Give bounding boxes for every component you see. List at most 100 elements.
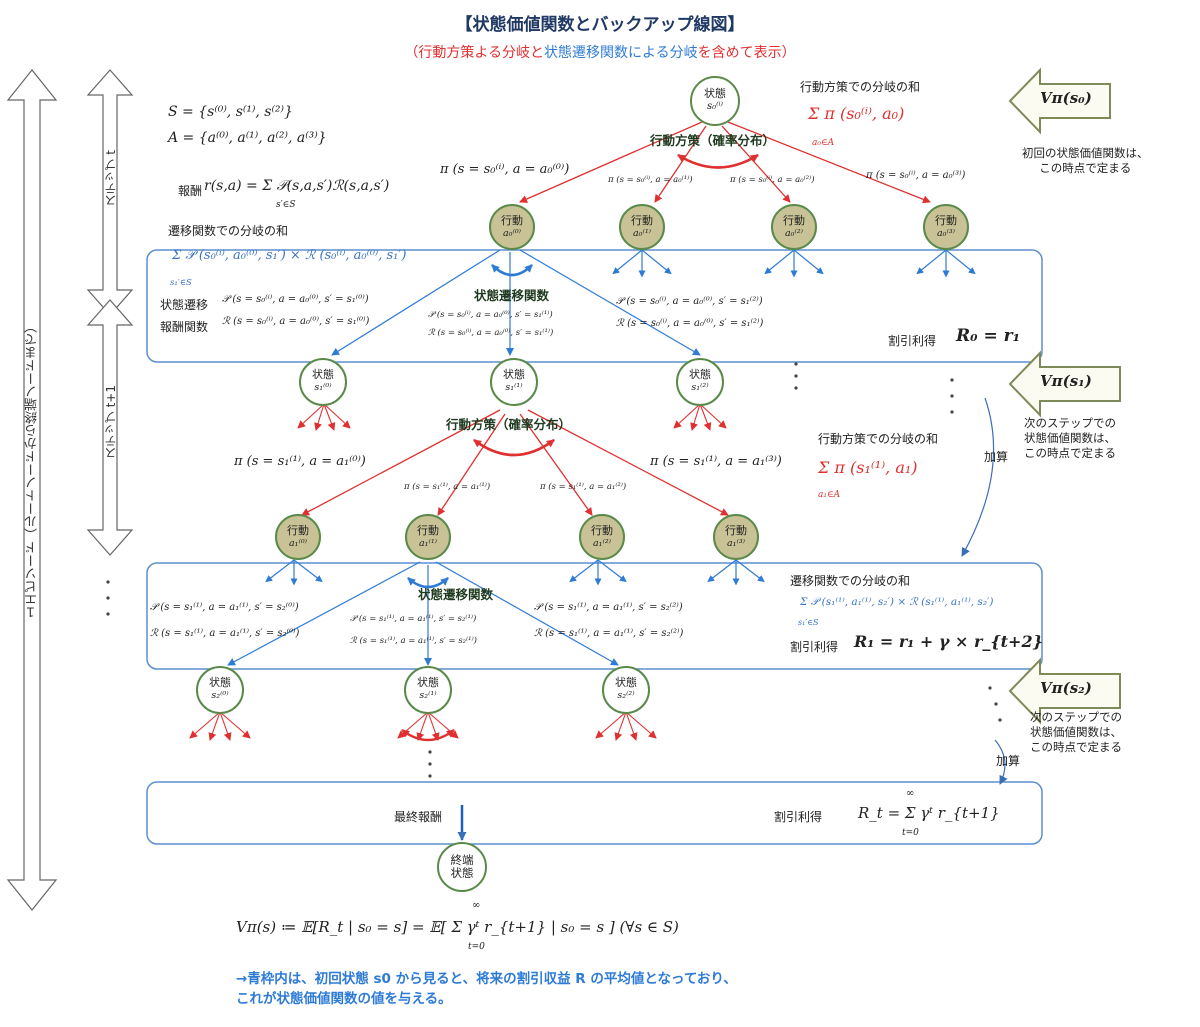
subtitle-transition: 状態遷移関数による分岐 bbox=[544, 45, 698, 61]
discount-sum-top: ∞ bbox=[906, 788, 915, 799]
value-arrow-s0-label: Vπ(s₀) bbox=[1040, 89, 1092, 107]
action-node-symbol: a₀⁽²⁾ bbox=[785, 228, 803, 239]
policy-sum-title-step1: 行動方策での分岐の和 bbox=[818, 432, 939, 446]
action-node-label: 行動 bbox=[783, 214, 805, 227]
add-arrow-step1 bbox=[961, 397, 995, 557]
value-note-s0: 初回の状態価値関数は、 この時点で定まる bbox=[1022, 146, 1149, 175]
state-node-symbol: s₁⁽²⁾ bbox=[691, 382, 709, 393]
trans-label-step1: 状態遷移関数 bbox=[418, 587, 494, 602]
P-step1-s2-2: 𝒫 (s = s₁⁽¹⁾, a = a₁⁽¹⁾, s′ = s₂⁽²⁾) bbox=[534, 602, 683, 613]
R-step0-s1-1: ℛ (s = s₀⁽ⁱ⁾, a = a₀⁽⁰⁾, s′ = s₁⁽¹⁾) bbox=[428, 328, 554, 338]
bottom-note-line1: →青枠内は、初回状態 s0 から見ると、将来の割引収益 R の平均値となっており… bbox=[236, 971, 737, 987]
state-node-label: 状態 bbox=[615, 676, 637, 689]
action-node-a1-1: 行動 a₁⁽¹⁾ bbox=[405, 514, 451, 560]
R-step0-s1-2: ℛ (s = s₀⁽ⁱ⁾, a = a₀⁽⁰⁾, s′ = s₁⁽²⁾) bbox=[616, 318, 764, 329]
pi-step1-a2: π (s = s₁⁽¹⁾, a = a₁⁽²⁾) bbox=[540, 482, 627, 492]
policy-sum-sub-step1: a₁∈A bbox=[818, 490, 841, 500]
action-node-a0-0: 行動 a₀⁽⁰⁾ bbox=[489, 204, 535, 250]
bottom-sum-top: ∞ bbox=[472, 900, 481, 911]
discount-label-final: 割引利得 bbox=[774, 810, 823, 824]
pi-step0-a3: π (s = s₀⁽ⁱ⁾, a = a₀⁽³⁾) bbox=[866, 170, 966, 181]
continuation-dots bbox=[106, 362, 1002, 778]
action-node-a1-2: 行動 a₁⁽²⁾ bbox=[579, 514, 625, 560]
trans-label-step0: 状態遷移関数 bbox=[474, 288, 550, 303]
P-step0-s1-1: 𝒫 (s = s₀⁽ⁱ⁾, a = a₀⁽⁰⁾, s′ = s₁⁽¹⁾) bbox=[428, 310, 553, 320]
final-box bbox=[146, 781, 1043, 845]
reward-formula: r(s,a) = Σ 𝒫(s,a,s′)ℛ(s,a,s′) bbox=[204, 178, 390, 194]
policy-fans-step1-side bbox=[297, 403, 727, 431]
value-arrow-s2-label: Vπ(s₂) bbox=[1040, 679, 1092, 697]
R-step1-s2-0: ℛ (s = s₁⁽¹⁾, a = a₁⁽¹⁾, s′ = s₂⁽⁰⁾) bbox=[150, 628, 300, 639]
state-node-s1-2: 状態 s₁⁽²⁾ bbox=[676, 358, 724, 406]
R-step1-s2-2: ℛ (s = s₁⁽¹⁾, a = a₁⁽¹⁾, s′ = s₂⁽²⁾) bbox=[534, 628, 684, 639]
state-node-symbol: s₂⁽²⁾ bbox=[617, 690, 635, 701]
policy-sum-formula-step1: Σ π (s₁⁽¹⁾, a₁) bbox=[818, 458, 918, 477]
R-step0-s1-0: ℛ (s = s₀⁽ⁱ⁾, a = a₀⁽⁰⁾, s′ = s₁⁽⁰⁾) bbox=[222, 316, 370, 327]
bottom-note-line2: これが状態価値関数の値を与える。 bbox=[236, 991, 452, 1007]
page-subtitle: （行動方策よる分岐と状態遷移関数による分岐を含めて表示） bbox=[0, 42, 1200, 62]
state-node-label: 状態 bbox=[417, 676, 439, 689]
discount-formula-final: R_t = Σ γᵗ r_{t+1} bbox=[858, 804, 1000, 822]
state-node-label: 状態 bbox=[704, 87, 726, 100]
pi-step0-a0: π (s = s₀⁽ⁱ⁾, a = a₀⁽⁰⁾) bbox=[440, 162, 570, 177]
action-node-label: 行動 bbox=[935, 214, 957, 227]
pi-step0-a1: π (s = s₀⁽ⁱ⁾, a = a₀⁽¹⁾) bbox=[608, 175, 693, 185]
policy-label-step1: 行動方策（確率分布） bbox=[446, 417, 572, 432]
policy-arrows-step0 bbox=[519, 121, 931, 204]
action-node-a1-0: 行動 a₁⁽⁰⁾ bbox=[275, 514, 321, 560]
value-function-definition: Vπ(s) ≔ 𝔼[R_t | s₀ = s] = 𝔼[ Σ γᵗ r_{t+1… bbox=[236, 918, 679, 936]
action-node-label: 行動 bbox=[591, 524, 613, 537]
discount-formula-step0: R₀ = r₁ bbox=[956, 326, 1021, 346]
discount-sum-bottom: t=0 bbox=[902, 828, 919, 838]
R-step1-s2-1: ℛ (s = s₁⁽¹⁾, a = a₁⁽¹⁾, s′ = s₂⁽¹⁾) bbox=[350, 636, 477, 646]
state-node-s2-1: 状態 s₂⁽¹⁾ bbox=[404, 666, 452, 714]
step-t1-bracket bbox=[86, 299, 134, 556]
add-label-step1: 加算 bbox=[984, 450, 1009, 464]
trans-sum-sub-step0: s₁′∈S bbox=[170, 278, 192, 288]
action-node-symbol: a₁⁽¹⁾ bbox=[419, 538, 437, 549]
P-step0-s1-2: 𝒫 (s = s₀⁽ⁱ⁾, a = a₀⁽⁰⁾, s′ = s₁⁽²⁾) bbox=[616, 296, 763, 307]
value-note-s2: 次のステップでの 状態価値関数は、 この時点で定まる bbox=[1030, 710, 1122, 754]
subtitle-mid: と bbox=[530, 45, 544, 61]
action-node-a0-3: 行動 a₀⁽³⁾ bbox=[923, 204, 969, 250]
pi-step1-a3: π (s = s₁⁽¹⁾, a = a₁⁽³⁾) bbox=[650, 454, 782, 469]
trans-row-label-transition: 状態遷移 bbox=[160, 298, 209, 312]
state-node-s0: 状態 s₀⁽ⁱ⁾ bbox=[690, 76, 740, 126]
transition-arrows-step1 bbox=[227, 559, 765, 666]
state-node-symbol: s₁⁽¹⁾ bbox=[505, 382, 523, 393]
pi-step1-a0: π (s = s₁⁽¹⁾, a = a₁⁽⁰⁾) bbox=[234, 454, 366, 469]
action-node-a1-3: 行動 a₁⁽³⁾ bbox=[713, 514, 759, 560]
action-node-label: 行動 bbox=[287, 524, 309, 537]
episode-label: １エピソード（ルートノードから終端ノードまで） bbox=[25, 320, 40, 619]
policy-arrows-step1 bbox=[301, 409, 729, 516]
trans-sum-formula-step0: Σ 𝒫 (s₀⁽ⁱ⁾, a₀⁽⁰⁾, s₁′) × ℛ (s₀⁽ⁱ⁾, a₀⁽⁰… bbox=[172, 248, 407, 263]
policy-fans-step2 bbox=[189, 711, 657, 742]
transition-arrows-step0 bbox=[331, 249, 976, 356]
action-node-symbol: a₁⁽²⁾ bbox=[593, 538, 611, 549]
policy-label-step0: 行動方策（確率分布） bbox=[650, 133, 776, 148]
action-node-label: 行動 bbox=[501, 214, 523, 227]
action-set: A = {a⁽⁰⁾, a⁽¹⁾, a⁽²⁾, a⁽³⁾} bbox=[168, 130, 327, 146]
trans-sum-sub-step1: s₁′∈S bbox=[798, 618, 819, 627]
P-step1-s2-0: 𝒫 (s = s₁⁽¹⁾, a = a₁⁽¹⁾, s′ = s₂⁽⁰⁾) bbox=[150, 602, 299, 613]
state-node-symbol: s₂⁽¹⁾ bbox=[419, 690, 437, 701]
state-node-label: 状態 bbox=[503, 368, 525, 381]
trans-sum-title-step0: 遷移関数での分岐の和 bbox=[168, 224, 289, 238]
state-node-s1-1: 状態 s₁⁽¹⁾ bbox=[490, 358, 538, 406]
trans-sum-formula-step1: Σ 𝒫 (s₁⁽¹⁾, a₁⁽¹⁾, s₂′) × ℛ (s₁⁽¹⁾, a₁⁽¹… bbox=[800, 596, 994, 608]
state-node-label: 状態 bbox=[689, 368, 711, 381]
action-node-label: 行動 bbox=[725, 524, 747, 537]
step-t-label: ステップ t bbox=[104, 150, 118, 207]
state-node-symbol: s₂⁽⁰⁾ bbox=[211, 690, 229, 701]
action-node-symbol: a₁⁽³⁾ bbox=[727, 538, 745, 549]
reward-sum-sub: s′∈S bbox=[276, 200, 296, 210]
subtitle-open: （ bbox=[404, 45, 419, 61]
action-node-symbol: a₀⁽³⁾ bbox=[937, 228, 955, 239]
action-node-a0-1: 行動 a₀⁽¹⁾ bbox=[619, 204, 665, 250]
state-set: S = {s⁽⁰⁾, s⁽¹⁾, s⁽²⁾} bbox=[168, 104, 293, 120]
pi-step1-a1: π (s = s₁⁽¹⁾, a = a₁⁽¹⁾) bbox=[404, 482, 491, 492]
value-note-s1: 次のステップでの 状態価値関数は、 この時点で定まる bbox=[1024, 416, 1116, 460]
final-reward-label: 最終報酬 bbox=[394, 810, 443, 824]
state-node-label: 状態 bbox=[312, 368, 334, 381]
transition-box-step0 bbox=[146, 249, 1043, 363]
